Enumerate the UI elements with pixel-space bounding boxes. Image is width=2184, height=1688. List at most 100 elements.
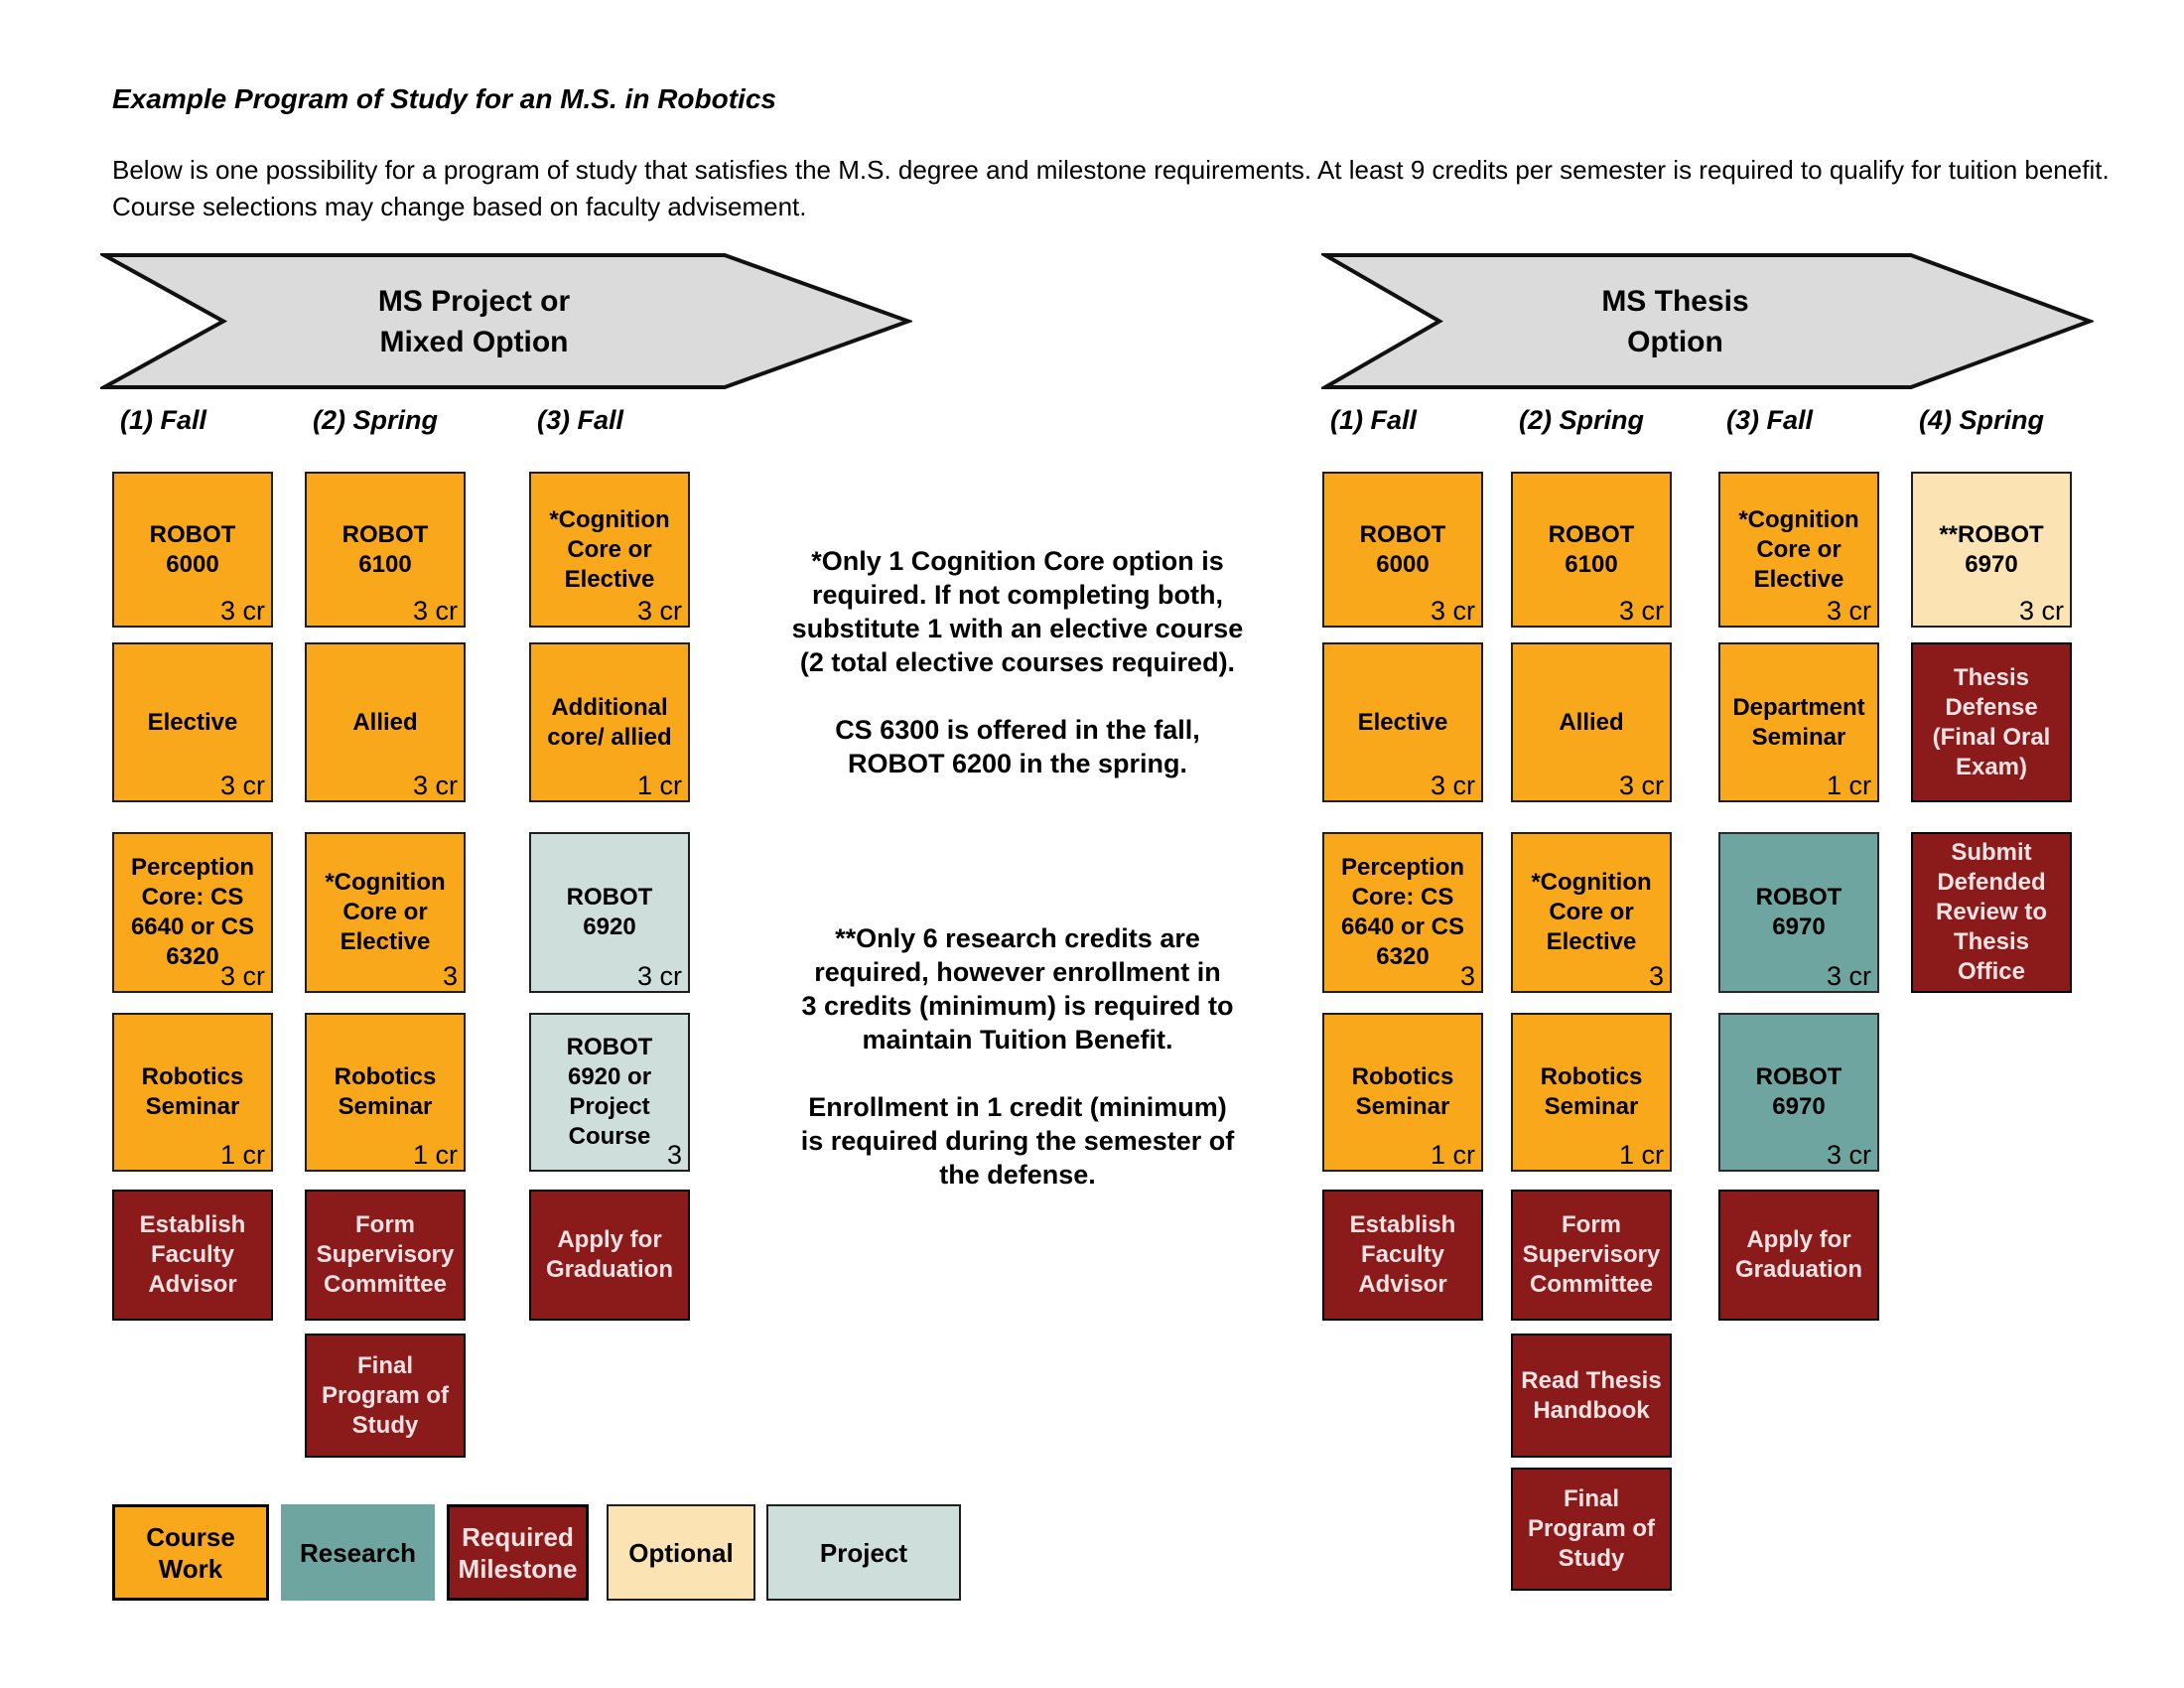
box-robot-6920: ROBOT 6920 3 cr — [529, 832, 690, 993]
banner-label: MS Thesis Option — [1601, 284, 1749, 358]
box-thesis-defense-final-oral-exam: Thesis Defense (Final Oral Exam) — [1911, 642, 2072, 802]
banner-label: MS Project or Mixed Option — [377, 284, 571, 358]
legend-label: Project — [819, 1537, 908, 1568]
box-label: Read Thesis Handbook — [1521, 1366, 1662, 1424]
box-label: ROBOT 6100 — [341, 520, 429, 578]
box-allied: Allied 3 cr — [305, 642, 466, 802]
box-label: Form Supervisory Committee — [1522, 1211, 1661, 1298]
box-label: Establish Faculty Advisor — [139, 1211, 246, 1298]
box-elective: Elective 3 cr — [112, 642, 273, 802]
box-label: Establish Faculty Advisor — [1349, 1211, 1456, 1298]
box-label: *Cognition Core or Elective — [325, 869, 446, 955]
column-header-3-fall: (3) Fall — [537, 405, 624, 435]
legend-label: Required Milestone — [458, 1521, 578, 1584]
column-header-1-fall: (1) Fall — [120, 405, 207, 435]
box-label: Form Supervisory Committee — [316, 1211, 455, 1298]
credit-label: 3 cr — [1826, 961, 1871, 991]
box-label: ROBOT 6000 — [1359, 520, 1446, 578]
page-title: Example Program of Study for an M.S. in … — [112, 83, 776, 114]
box-robot-6000: ROBOT 6000 3 cr — [112, 472, 273, 628]
box-label: Submit Defended Review to Thesis Office — [1935, 839, 2048, 985]
credit-label: 3 cr — [1618, 596, 1664, 626]
credit-label: 3 — [442, 961, 458, 991]
box-label: Perception Core: CS 6640 or CS 6320 — [1340, 854, 1465, 970]
banner-arrow-shape — [100, 253, 912, 389]
credit-label: 1 cr — [219, 1140, 265, 1170]
credit-label: 1 cr — [636, 771, 682, 800]
box-apply-for-graduation: Apply for Graduation — [1718, 1190, 1879, 1321]
box-label: Elective — [147, 708, 238, 736]
research-credits-note: **Only 6 research credits are required, … — [800, 923, 1235, 1190]
box-label: Final Program of Study — [321, 1351, 449, 1439]
credit-label: 3 cr — [1826, 596, 1871, 626]
legend-item-required-milestone: Required Milestone — [447, 1504, 589, 1601]
banner-arrow — [100, 253, 912, 389]
box-robot-6970: **ROBOT 6970 3 cr — [1911, 472, 2072, 628]
box-label: ROBOT 6920 or Project Course — [566, 1034, 653, 1150]
credit-label: 3 cr — [412, 771, 458, 800]
legend-label: Optional — [628, 1537, 734, 1568]
column-header-1-fall: (1) Fall — [1330, 405, 1418, 435]
credit-label: 3 cr — [636, 961, 682, 991]
credit-label: 3 cr — [219, 771, 265, 800]
box-label: ROBOT 6970 — [1755, 1063, 1843, 1120]
box-label: Robotics Seminar — [1540, 1063, 1643, 1120]
credit-label: 3 cr — [219, 596, 265, 626]
box-label: ROBOT 6920 — [566, 884, 653, 940]
credit-label: 3 cr — [1826, 1140, 1871, 1170]
box-label: *Cognition Core or Elective — [1738, 505, 1859, 593]
credit-label: 3 cr — [1430, 596, 1475, 626]
box-label: ROBOT 6970 — [1755, 884, 1843, 940]
box-label: Apply for Graduation — [545, 1226, 673, 1283]
box-label: Apply for Graduation — [1734, 1226, 1862, 1283]
legend-item-course-work: Course Work — [112, 1504, 269, 1601]
credit-label: 1 cr — [412, 1140, 458, 1170]
box-label: Robotics Seminar — [141, 1063, 244, 1120]
banner-arrow — [1321, 253, 2094, 389]
box-label: Additional core/ allied — [547, 693, 672, 751]
box-label: Robotics Seminar — [334, 1063, 437, 1120]
box-label: Allied — [352, 708, 418, 736]
box-form-supervisory-committee: Form Supervisory Committee — [1511, 1190, 1672, 1321]
box-label: Thesis Defense (Final Oral Exam) — [1932, 663, 2051, 780]
box-apply-for-graduation: Apply for Graduation — [529, 1190, 690, 1321]
banner-arrow-shape — [1321, 253, 2094, 389]
column-header-2-spring: (2) Spring — [313, 405, 438, 435]
credit-label: 3 — [666, 1140, 682, 1170]
box-establish-faculty-advisor: Establish Faculty Advisor — [112, 1190, 273, 1321]
box-label: Allied — [1559, 708, 1624, 736]
column-header-2-spring: (2) Spring — [1519, 405, 1644, 435]
legend-item-research: Research — [281, 1504, 435, 1601]
box-submit-defended-review-to-thesis-office: Submit Defended Review to Thesis Office — [1911, 832, 2072, 993]
box-allied: Allied 3 cr — [1511, 642, 1672, 802]
legend-item-project: Project — [766, 1504, 961, 1601]
box-label: *Cognition Core or Elective — [1531, 869, 1652, 955]
box-label: **ROBOT 6970 — [1939, 520, 2044, 578]
legend-item-optional: Optional — [607, 1504, 755, 1601]
box-robotics-seminar: Robotics Seminar 1 cr — [112, 1013, 273, 1172]
credit-label: 3 cr — [1430, 771, 1475, 800]
intro-text-line-1: Below is one possibility for a program o… — [112, 155, 2110, 185]
column-header-3-fall: (3) Fall — [1726, 405, 1814, 435]
box-robot-6920-or-project-course: ROBOT 6920 or Project Course 3 — [529, 1013, 690, 1172]
box-read-thesis-handbook: Read Thesis Handbook — [1511, 1334, 1672, 1458]
cognition-core-note: *Only 1 Cognition Core option is require… — [791, 546, 1244, 778]
box-robot-6970: ROBOT 6970 3 cr — [1718, 1013, 1879, 1172]
box-final-program-of-study: Final Program of Study — [1511, 1468, 1672, 1591]
credit-label: 3 cr — [1618, 771, 1664, 800]
credit-label: 3 cr — [2018, 596, 2064, 626]
box-label: Perception Core: CS 6640 or CS 6320 — [130, 854, 255, 970]
box-label: ROBOT 6000 — [149, 520, 236, 578]
box-robotics-seminar: Robotics Seminar 1 cr — [305, 1013, 466, 1172]
legend-label: Course Work — [146, 1521, 235, 1584]
intro-text-line-2: Course selections may change based on fa… — [112, 192, 807, 221]
